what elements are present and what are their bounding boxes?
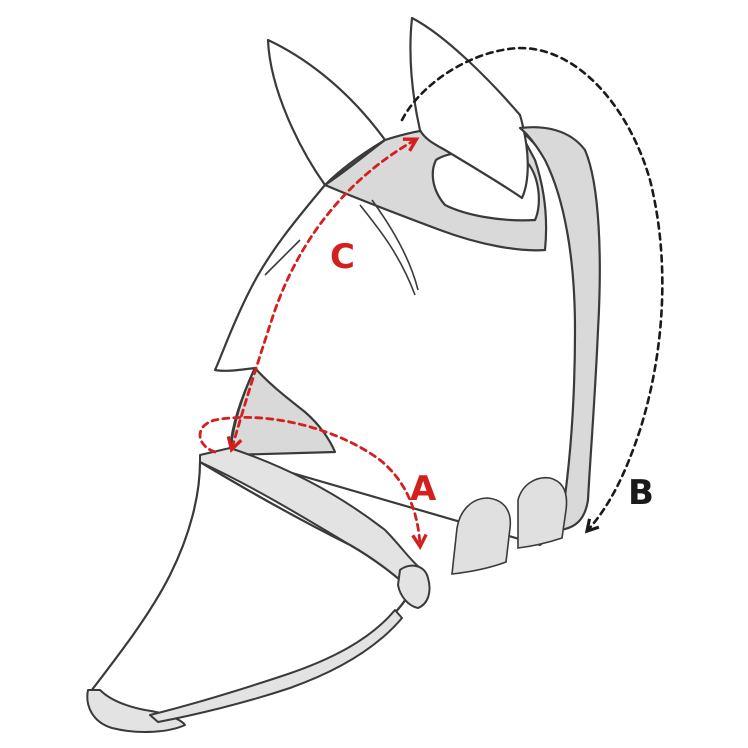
cheek-tab-2	[517, 476, 568, 549]
measure-a-line	[198, 416, 428, 551]
muzzle-cover	[86, 460, 414, 717]
right-ear	[409, 16, 529, 200]
label-b: B	[628, 473, 654, 513]
cheek-tab-1	[451, 497, 512, 575]
side-edge-band	[518, 126, 601, 532]
measure-c-line	[226, 137, 420, 453]
muzzle-side-binding	[149, 609, 403, 723]
label-c: C	[330, 237, 355, 277]
label-a: A	[410, 469, 437, 509]
chin-cuff	[397, 564, 431, 609]
measure-b-line	[400, 46, 664, 534]
